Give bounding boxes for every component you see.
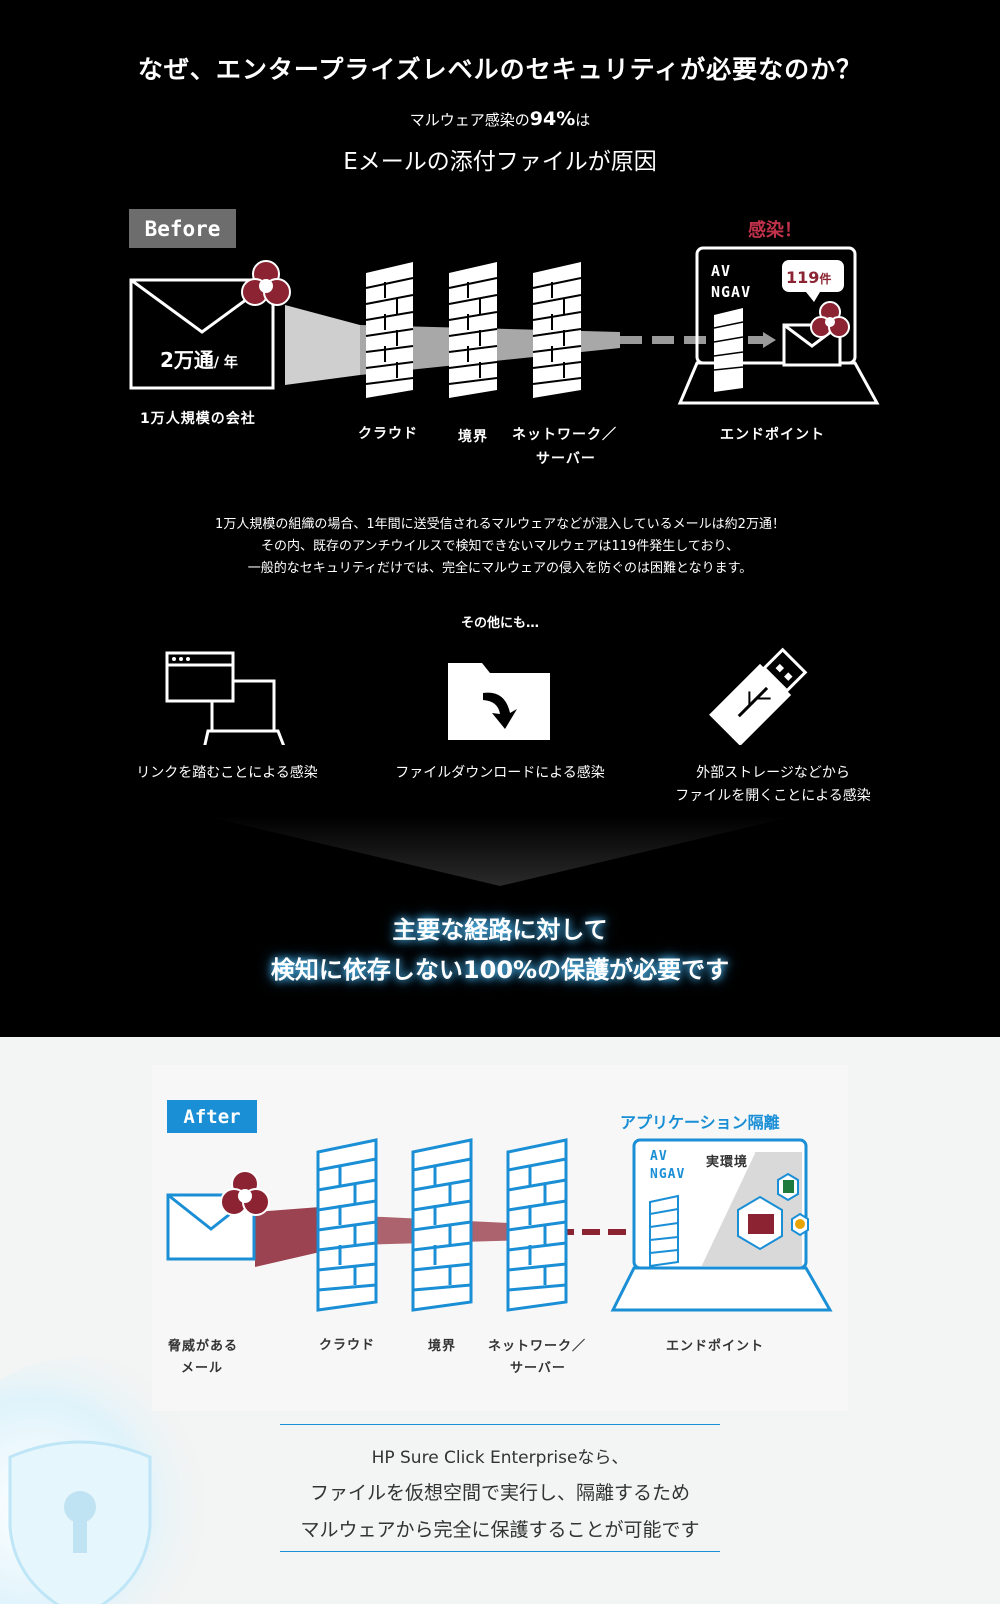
server-label: サーバー bbox=[510, 1361, 566, 1376]
mail-envelope-icon bbox=[166, 1193, 256, 1261]
explanation-line: その内、既存のアンチウイルスで検知できないマルウェアは119件発生しており、 bbox=[261, 539, 739, 554]
other-link-caption: リンクを踏むことによる感染 bbox=[136, 765, 318, 781]
server-label: サーバー bbox=[536, 451, 596, 467]
stat-value: 94% bbox=[529, 108, 576, 130]
network-label: ネットワーク／ bbox=[488, 1339, 587, 1354]
infection-count-unit: 件 bbox=[819, 272, 832, 286]
other-title: その他にも… bbox=[460, 616, 539, 631]
mail-volume-value: 2万通 bbox=[160, 348, 214, 372]
explanation-paragraph: 1万人規模の組織の場合、1年間に送受信されるマルウェアなどが混入しているメールは… bbox=[0, 514, 1000, 580]
firewall-boundary-icon bbox=[448, 262, 498, 398]
isolation-title: アプリケーション隔離 bbox=[620, 1113, 780, 1132]
before-diagram bbox=[129, 246, 880, 405]
usb-drive-icon bbox=[709, 647, 808, 745]
after-diagram bbox=[166, 1138, 833, 1312]
after-badge: After bbox=[167, 1100, 257, 1133]
infection-count-value: 119 bbox=[786, 268, 820, 287]
boundary-label: 境界 bbox=[458, 429, 488, 445]
endpoint-label: エンドポイント bbox=[666, 1339, 765, 1354]
firewall-cloud-icon bbox=[316, 1138, 378, 1312]
explanation-line: 一般的なセキュリティだけでは、完全にマルウェアの侵入を防ぐのは困難となります。 bbox=[247, 561, 753, 576]
arrow-head bbox=[763, 332, 776, 348]
firewall-network-icon bbox=[506, 1138, 568, 1312]
other-download-caption: ファイルダウンロードによる感染 bbox=[395, 765, 605, 781]
stat-sub: Eメールの添付ファイルが原因 bbox=[343, 149, 657, 175]
stat-line: マルウェア感染の94%は bbox=[0, 108, 1000, 130]
conclusion-box: HP Sure Click Enterpriseなら、 ファイルを仮想空間で実行… bbox=[280, 1424, 720, 1552]
firewall-network-icon bbox=[532, 262, 582, 398]
company-label: 1万人規模の会社 bbox=[140, 411, 256, 427]
conclusion-line-3: マルウェアから完全に保護することが可能です bbox=[300, 1519, 700, 1541]
cloud-label: クラウド bbox=[319, 1338, 376, 1353]
threat-mail-label-2: メール bbox=[181, 1361, 224, 1376]
browser-laptop-icon bbox=[165, 651, 286, 745]
top-section: なぜ、エンタープライズレベルのセキュリティが必要なのか？ マルウェア感染の94%… bbox=[0, 0, 1000, 1037]
mail-volume-unit: / 年 bbox=[213, 355, 238, 371]
other-storage-caption-line1: 外部ストレージなどから bbox=[696, 765, 850, 781]
network-label: ネットワーク／ bbox=[512, 427, 617, 443]
emphasis-line-1: 主要な経路に対して bbox=[392, 916, 608, 944]
mail-volume: 2万通/ 年 bbox=[160, 344, 238, 373]
real-env-label: 実環境 bbox=[706, 1155, 749, 1170]
biohazard-icon bbox=[810, 301, 850, 338]
firewall-cloud-icon bbox=[365, 262, 414, 398]
ngav-label: NGAV bbox=[711, 283, 752, 301]
shield-lock-icon bbox=[0, 1357, 230, 1604]
endpoint-label: エンドポイント bbox=[720, 427, 825, 443]
firewall-boundary-icon bbox=[411, 1138, 473, 1312]
av-label: AV bbox=[711, 262, 732, 280]
infection-count: 119件 bbox=[786, 268, 831, 287]
stat-prefix: マルウェア感染の bbox=[409, 111, 530, 129]
conclusion-line-1: HP Sure Click Enterpriseなら、 bbox=[280, 1443, 720, 1468]
stat-suffix: は bbox=[575, 111, 591, 129]
boundary-label: 境界 bbox=[428, 1339, 457, 1354]
endpoint-laptop-icon bbox=[610, 1138, 833, 1312]
conclusion-line-1-suffix: なら、 bbox=[577, 1448, 629, 1468]
cloud-label: クラウド bbox=[358, 426, 418, 442]
headline: なぜ、エンタープライズレベルのセキュリティが必要なのか？ bbox=[137, 55, 863, 84]
ngav-label: NGAV bbox=[650, 1167, 686, 1182]
brand-name: HP Sure Click Enterprise bbox=[371, 1448, 578, 1468]
conclusion-line-2: ファイルを仮想空間で実行し、隔離するため bbox=[309, 1482, 690, 1504]
av-label: AV bbox=[650, 1149, 668, 1164]
bottom-section: After アプリケーション隔離 bbox=[0, 1037, 1000, 1604]
before-badge: Before bbox=[129, 209, 236, 248]
other-storage-caption-line2: ファイルを開くことによる感染 bbox=[675, 788, 871, 804]
threat-beam bbox=[285, 305, 360, 385]
download-folder-icon bbox=[448, 663, 550, 740]
emphasis-line-2: 検知に依存しない100%の保護が必要です bbox=[270, 956, 730, 984]
biohazard-icon bbox=[220, 1170, 270, 1216]
threat-beam bbox=[255, 1207, 320, 1267]
threat-mail-label-1: 脅威がある bbox=[168, 1339, 239, 1354]
funnel-arrow bbox=[205, 816, 795, 886]
infected-label: 感染！ bbox=[748, 220, 802, 241]
biohazard-icon bbox=[241, 260, 291, 306]
explanation-line: 1万人規模の組織の場合、1年間に送受信されるマルウェアなどが混入しているメールは… bbox=[215, 517, 785, 532]
other-icons bbox=[165, 647, 808, 745]
other-storage-caption: 外部ストレージなどから ファイルを開くことによる感染 bbox=[623, 762, 923, 808]
